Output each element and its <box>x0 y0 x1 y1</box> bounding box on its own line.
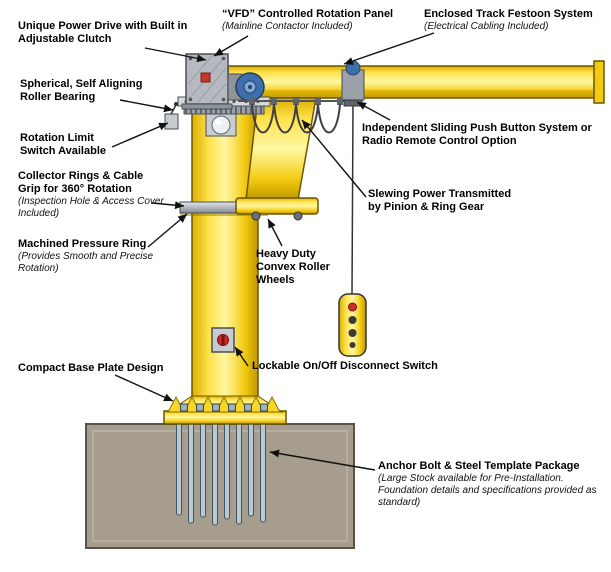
jib-taper <box>235 97 319 221</box>
callout-roller-wheels-title: Heavy Duty Convex Roller Wheels <box>256 248 330 286</box>
foundation-block <box>85 423 355 549</box>
callout-roller-wheels: Heavy Duty Convex Roller Wheels <box>256 248 346 287</box>
callout-collector-rings-note: (Inspection Hole & Access Cover Included… <box>18 195 164 220</box>
callout-push-button-title: Independent Sliding Push Button System o… <box>362 122 592 147</box>
callout-rotation-limit-title: Rotation Limit Switch Available <box>20 132 106 157</box>
callout-slewing-power-title: Slewing Power Transmitted by Pinion & Ri… <box>368 188 512 213</box>
roller-wheel <box>293 211 303 221</box>
base-plate <box>163 395 287 425</box>
callout-disconnect-switch-title: Lockable On/Off Disconnect Switch <box>252 360 438 372</box>
callout-festoon-note: (Electrical Cabling Included) <box>424 20 549 32</box>
callout-anchor-bolt-title: Anchor Bolt & Steel Template Package <box>378 460 580 472</box>
anchor-nuts <box>180 403 268 412</box>
callout-anchor-bolt-note: (Large Stock available for Pre-Installat… <box>378 472 597 509</box>
callout-pressure-ring-title: Machined Pressure Ring <box>18 238 147 250</box>
roller-wheel <box>251 211 261 221</box>
callout-festoon: Enclosed Track Festoon System (Electrica… <box>424 8 609 33</box>
callout-power-drive-title: Unique Power Drive with Built in Adjusta… <box>18 20 188 45</box>
callout-anchor-bolt: Anchor Bolt & Steel Template Package (La… <box>378 460 611 510</box>
callout-collector-rings-title: Collector Rings & Cable Grip for 360° Ro… <box>18 170 144 195</box>
rotation-limit-switch-box <box>164 102 179 130</box>
callout-rotation-limit: Rotation Limit Switch Available <box>20 132 130 158</box>
callout-vfd-panel: “VFD” Controlled Rotation Panel (Mainlin… <box>222 8 422 33</box>
spherical-bearing-ball <box>211 115 231 135</box>
callout-roller-bearing-title: Spherical, Self Aligning Roller Bearing <box>20 78 143 103</box>
pendant-cable <box>351 105 354 295</box>
mast-column <box>191 99 259 399</box>
callout-pressure-ring-note: (Provides Smooth and Precise Rotation) <box>18 250 154 275</box>
callout-base-plate: Compact Base Plate Design <box>18 362 193 375</box>
callout-disconnect-switch: Lockable On/Off Disconnect Switch <box>252 360 502 373</box>
callout-push-button: Independent Sliding Push Button System o… <box>362 122 602 148</box>
callout-arrows <box>111 32 435 471</box>
callout-collector-rings: Collector Rings & Cable Grip for 360° Ro… <box>18 170 168 220</box>
hoist-trolley <box>341 60 365 295</box>
callout-vfd-panel-title: “VFD” Controlled Rotation Panel <box>222 8 394 20</box>
callout-slewing-power: Slewing Power Transmitted by Pinion & Ri… <box>368 188 513 214</box>
callout-pressure-ring: Machined Pressure Ring (Provides Smooth … <box>18 238 178 275</box>
callout-roller-bearing: Spherical, Self Aligning Roller Bearing <box>20 78 175 104</box>
vfd-panel-box <box>181 53 233 110</box>
festoon-loops <box>238 98 352 134</box>
disconnect-switch-box <box>211 327 235 353</box>
callout-power-drive: Unique Power Drive with Built in Adjusta… <box>18 20 208 46</box>
callout-base-plate-title: Compact Base Plate Design <box>18 362 164 374</box>
callout-vfd-panel-note: (Mainline Contactor Included) <box>222 20 353 32</box>
pendant-stop-button <box>348 302 357 312</box>
pendant-control <box>338 293 367 357</box>
boom-arm <box>227 60 605 104</box>
drive-motor <box>227 72 265 102</box>
callout-festoon-title: Enclosed Track Festoon System <box>424 8 593 20</box>
panel-indicator <box>200 72 211 83</box>
